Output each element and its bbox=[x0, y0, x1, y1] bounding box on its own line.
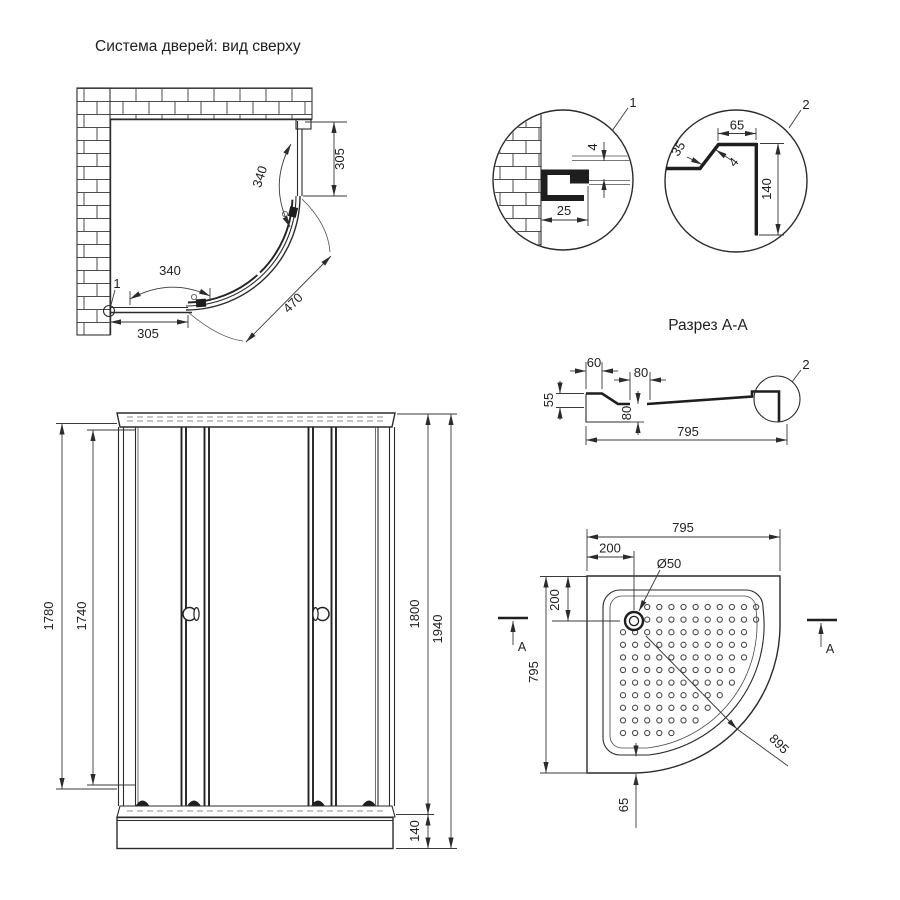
drain bbox=[623, 610, 645, 632]
section-dim-80-mid: 80 bbox=[619, 391, 644, 435]
tray-view: 795 200 Ø50 200 795 895 bbox=[498, 520, 837, 828]
front-verticals bbox=[117, 427, 396, 806]
dim-1940: 1940 bbox=[396, 414, 457, 849]
svg-text:4: 4 bbox=[725, 155, 741, 170]
callout-1: 1 bbox=[102, 276, 121, 318]
svg-text:1800: 1800 bbox=[407, 600, 422, 629]
svg-text:A: A bbox=[518, 640, 527, 654]
detail2-dim-4: 4 bbox=[715, 149, 742, 170]
svg-text:1780: 1780 bbox=[41, 602, 56, 631]
detail-circle-2: 65 35 4 140 2 bbox=[664, 97, 810, 253]
svg-text:Ø50: Ø50 bbox=[657, 556, 682, 571]
door-handle-right bbox=[312, 606, 330, 622]
svg-text:200: 200 bbox=[547, 589, 562, 611]
detail1-dim-4: 4 bbox=[585, 142, 607, 198]
svg-text:140: 140 bbox=[759, 178, 774, 200]
dim-305-right: 305 bbox=[303, 121, 347, 197]
section-dim-55: 55 bbox=[541, 381, 584, 420]
section-marker-a-right: A bbox=[807, 618, 837, 656]
tray-dim-895: 895 bbox=[645, 635, 792, 767]
dim-340-bottom: 340 bbox=[129, 263, 211, 305]
dim-1800: 1800 bbox=[396, 413, 457, 815]
detail2-dim-35: 35 bbox=[668, 139, 703, 165]
door-roller-bottom bbox=[195, 298, 207, 308]
svg-text:4: 4 bbox=[585, 143, 600, 150]
wall-top bbox=[76, 87, 313, 120]
section-dim-60: 60 bbox=[570, 355, 618, 389]
section-callout-2: 2 bbox=[753, 357, 810, 423]
svg-text:470: 470 bbox=[280, 290, 306, 316]
svg-text:1940: 1940 bbox=[430, 615, 445, 644]
leader-2 bbox=[788, 109, 802, 129]
detail1-label: 1 bbox=[629, 95, 636, 110]
svg-text:140: 140 bbox=[407, 820, 422, 842]
svg-text:55: 55 bbox=[541, 393, 556, 407]
tray-dim-65: 65 bbox=[616, 743, 639, 828]
tray-dim-200-top: 200 bbox=[587, 541, 635, 610]
door-handle-left bbox=[182, 606, 200, 622]
svg-text:305: 305 bbox=[332, 148, 347, 170]
svg-text:35: 35 bbox=[668, 139, 688, 159]
svg-text:795: 795 bbox=[526, 661, 541, 683]
svg-text:795: 795 bbox=[672, 520, 694, 535]
tray-dim-drain: Ø50 bbox=[638, 556, 682, 612]
dim-340-right: 340 bbox=[249, 143, 292, 228]
svg-text:2: 2 bbox=[802, 357, 809, 372]
door-roller-right bbox=[287, 206, 299, 218]
svg-text:25: 25 bbox=[557, 203, 571, 218]
svg-text:305: 305 bbox=[137, 326, 159, 341]
svg-text:1740: 1740 bbox=[74, 602, 89, 631]
dim-1780: 1780 bbox=[41, 423, 117, 790]
svg-text:1: 1 bbox=[113, 276, 120, 291]
svg-text:80: 80 bbox=[634, 365, 648, 380]
anti-slip-dots bbox=[619, 603, 760, 737]
front-view: 1780 1740 1800 1940 140 bbox=[41, 412, 457, 850]
leader-1 bbox=[611, 107, 629, 132]
svg-text:795: 795 bbox=[677, 424, 699, 439]
svg-text:65: 65 bbox=[730, 118, 744, 133]
tray-outline bbox=[586, 575, 781, 774]
tray-dim-795-left: 795 bbox=[526, 576, 587, 774]
svg-text:65: 65 bbox=[616, 798, 631, 812]
svg-text:60: 60 bbox=[587, 355, 601, 370]
detail-circle-1: 4 25 1 bbox=[492, 95, 637, 251]
page-title: Система дверей: вид сверху bbox=[95, 38, 301, 55]
svg-text:80: 80 bbox=[619, 406, 634, 420]
dim-470-radius: 470 bbox=[188, 198, 332, 343]
wall-left bbox=[76, 87, 111, 336]
section-aa: Разрез А-А 60 80 55 bbox=[541, 317, 810, 445]
door-rollers bbox=[135, 800, 376, 806]
svg-text:200: 200 bbox=[599, 541, 621, 556]
section-dim-80-top: 80 bbox=[614, 365, 666, 400]
dim-140-tray: 140 bbox=[407, 814, 431, 849]
top-view: 305 340 340 470 305 bbox=[76, 87, 347, 343]
tray-dim-200-left: 200 bbox=[540, 576, 620, 622]
tray-dim-795-top: 795 bbox=[586, 520, 781, 571]
section-marker-a-left: A bbox=[498, 616, 528, 654]
detail2-dim-65: 65 bbox=[717, 118, 757, 141]
svg-text:340: 340 bbox=[249, 164, 270, 189]
section-dim-795: 795 bbox=[585, 424, 788, 445]
dim-305-bottom: 305 bbox=[109, 315, 189, 341]
dim-1740: 1740 bbox=[74, 429, 136, 786]
svg-text:A: A bbox=[826, 642, 835, 656]
svg-text:340: 340 bbox=[159, 263, 181, 278]
detail2-label: 2 bbox=[802, 97, 809, 112]
detail1-dim-25: 25 bbox=[540, 186, 589, 226]
section-title: Разрез А-А bbox=[668, 317, 748, 334]
detail2-dim-140: 140 bbox=[759, 143, 784, 236]
